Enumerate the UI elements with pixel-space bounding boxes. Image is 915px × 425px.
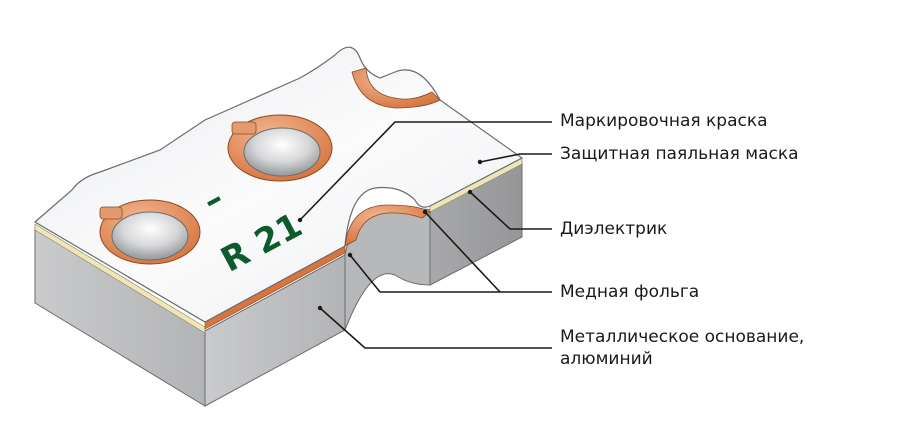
label-marking-ink: Маркировочная краска	[560, 111, 768, 131]
hole-center	[243, 127, 321, 177]
copper-pad-left-tab	[99, 206, 123, 220]
leader-dielectric	[469, 191, 552, 230]
label-copper-foil: Медная фольга	[560, 282, 700, 302]
leader-metal-base	[319, 307, 552, 349]
label-metal-base: Металлическое основание, алюминий	[560, 326, 804, 370]
copper-notch-top	[351, 67, 441, 109]
leader-dots	[297, 159, 483, 311]
label-metal-base-line1: Металлическое основание,	[560, 327, 805, 347]
label-solder-mask: Защитная паяльная маска	[560, 144, 799, 164]
copper-pad-center-tab	[231, 121, 257, 135]
leader-copper-2	[424, 211, 501, 293]
label-dielectric: Диэлектрик	[560, 219, 668, 239]
copper-notch-front	[344, 204, 431, 247]
leader-solder-mask	[479, 153, 552, 163]
hole-left	[111, 211, 189, 261]
leader-copper-1	[349, 254, 552, 293]
leader-lines	[299, 121, 552, 349]
dielectric-strip-front	[34, 223, 206, 334]
leader-marking-ink	[299, 121, 552, 221]
label-metal-base-line2: алюминий	[560, 349, 653, 369]
